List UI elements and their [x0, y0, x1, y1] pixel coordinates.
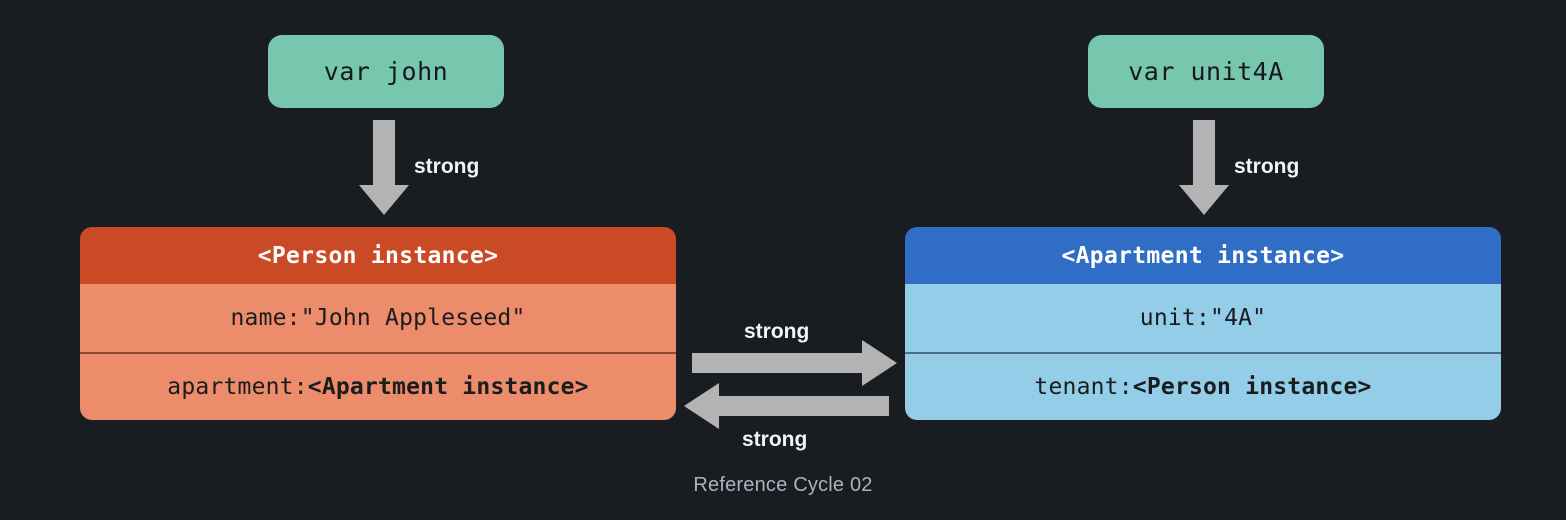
apartment-row-tenant: tenant: <Person instance> — [905, 352, 1501, 420]
person-row-apartment-value: <Apartment instance> — [307, 374, 589, 400]
arrow-label-john-to-person: strong — [414, 155, 480, 178]
apartment-instance-title: <Apartment instance> — [905, 227, 1501, 284]
apartment-row-tenant-label: tenant: — [1034, 374, 1133, 400]
arrow-label-unit4a-to-apartment: strong — [1234, 155, 1300, 178]
apartment-row-unit-label: unit: — [1139, 305, 1211, 331]
arrow-label-apartment-to-person: strong — [742, 428, 808, 451]
person-row-name-label: name: — [230, 305, 301, 331]
person-row-name: name: "John Appleseed" — [80, 284, 676, 352]
person-row-apartment: apartment: <Apartment instance> — [80, 352, 676, 420]
arrow-john-to-person-icon — [359, 120, 409, 215]
apartment-row-unit: unit: "4A" — [905, 284, 1501, 352]
var-john-box: var john — [268, 35, 504, 108]
arrow-person-to-apartment-icon — [692, 340, 897, 386]
diagram-caption: Reference Cycle 02 — [693, 474, 873, 496]
apartment-row-tenant-value: <Person instance> — [1132, 374, 1372, 400]
apartment-row-unit-value: "4A" — [1210, 305, 1267, 331]
var-unit4a-box: var unit4A — [1088, 35, 1324, 108]
person-row-apartment-label: apartment: — [167, 374, 308, 400]
person-instance-box: <Person instance> name: "John Appleseed"… — [80, 227, 676, 420]
var-john-label: var john — [323, 57, 449, 86]
arrow-unit4a-to-apartment-icon — [1179, 120, 1229, 215]
apartment-instance-box: <Apartment instance> unit: "4A" tenant: … — [905, 227, 1501, 420]
var-unit4a-label: var unit4A — [1128, 57, 1284, 86]
arrow-label-person-to-apartment: strong — [744, 320, 810, 343]
arrow-apartment-to-person-icon — [684, 383, 889, 429]
person-row-name-value: "John Appleseed" — [300, 305, 526, 331]
person-instance-title: <Person instance> — [80, 227, 676, 284]
